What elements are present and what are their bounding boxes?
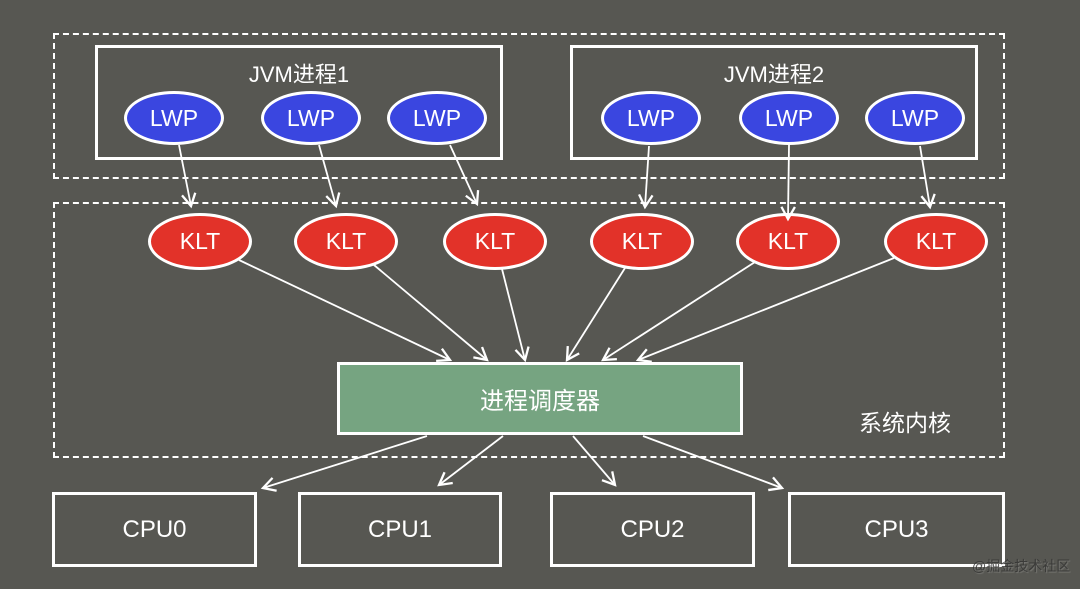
lwp-ellipse-6: LWP: [865, 91, 965, 145]
klt-ellipse-3: KLT: [443, 213, 547, 270]
jvm-process-2-box: JVM进程2: [570, 45, 978, 160]
cpu-box-3: CPU3: [788, 492, 1005, 567]
lwp-label: LWP: [412, 104, 462, 131]
jvm-process-1-title: JVM进程1: [248, 62, 350, 87]
lwp-label: LWP: [626, 104, 676, 131]
klt-label: KLT: [179, 228, 221, 254]
klt-label: KLT: [621, 228, 663, 254]
cpu-box-0: CPU0: [52, 492, 257, 567]
lwp-label: LWP: [149, 104, 199, 131]
process-scheduler-box: 进程调度器: [337, 362, 743, 435]
lwp-ellipse-2: LWP: [261, 91, 361, 145]
lwp-label: LWP: [764, 104, 814, 131]
klt-ellipse-1: KLT: [148, 213, 252, 270]
klt-ellipse-5: KLT: [736, 213, 840, 270]
cpu-label: CPU1: [367, 515, 433, 543]
watermark: @掘金技术社区: [972, 558, 1071, 574]
process-scheduler-label: 进程调度器: [480, 388, 600, 415]
kernel-label: 系统内核: [859, 410, 951, 436]
klt-label: KLT: [767, 228, 809, 254]
klt-ellipse-4: KLT: [590, 213, 694, 270]
klt-label: KLT: [474, 228, 516, 254]
cpu-box-2: CPU2: [550, 492, 755, 567]
user-space-dashed-box: [53, 33, 1005, 179]
jvm-process-1-box: JVM进程1: [95, 45, 503, 160]
lwp-ellipse-4: LWP: [601, 91, 701, 145]
klt-ellipse-6: KLT: [884, 213, 988, 270]
cpu-label: CPU0: [122, 515, 187, 543]
lwp-ellipse-3: LWP: [387, 91, 487, 145]
cpu-label: CPU2: [620, 515, 685, 543]
cpu-box-1: CPU1: [298, 492, 502, 567]
lwp-label: LWP: [286, 104, 336, 131]
kernel-space-dashed-box: [53, 202, 1005, 458]
lwp-ellipse-1: LWP: [124, 91, 224, 145]
lwp-label: LWP: [890, 104, 940, 131]
klt-label: KLT: [325, 228, 367, 254]
jvm-process-2-title: JVM进程2: [723, 62, 825, 87]
cpu-label: CPU3: [864, 515, 929, 543]
klt-label: KLT: [915, 228, 957, 254]
klt-ellipse-2: KLT: [294, 213, 398, 270]
lwp-ellipse-5: LWP: [739, 91, 839, 145]
